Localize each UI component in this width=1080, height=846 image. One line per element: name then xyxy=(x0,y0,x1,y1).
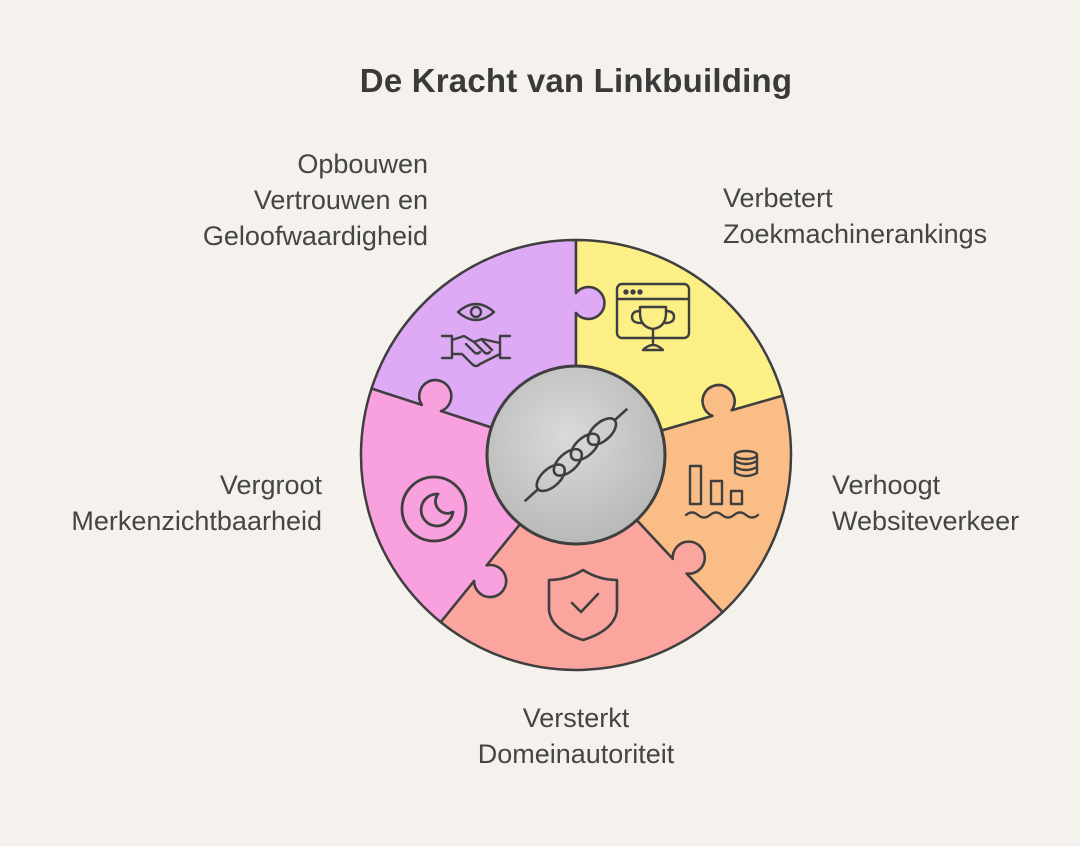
label-domain-line-1: Versterkt xyxy=(522,703,630,733)
label-rankings-line-1: Verbetert xyxy=(723,183,833,213)
shield-check-icon xyxy=(547,568,619,642)
label-brand-line-2: Merkenzichtbaarheid xyxy=(71,506,322,536)
label-domain-line-2: Domeinautoriteit xyxy=(477,739,675,769)
label-rankings-line-2: Zoekmachinerankings xyxy=(723,219,988,249)
label-trust-line-1: Opbouwen xyxy=(297,149,428,179)
brand-circle-icon xyxy=(400,475,468,543)
bar-chart-database-icon xyxy=(684,449,760,519)
label-trust-line-2: Vertrouwen en xyxy=(253,185,428,215)
label-traffic-line-1: Verhoogt xyxy=(832,470,941,500)
label-traffic-line-2: Websiteverkeer xyxy=(832,506,1020,536)
page-title: De Kracht van Linkbuilding xyxy=(359,62,793,99)
label-domain-authority: Versterkt Domeinautoriteit xyxy=(376,700,776,772)
label-brand-visibility: Vergroot Merkenzichtbaarheid xyxy=(71,467,322,539)
browser-trophy-icon xyxy=(615,282,691,352)
chain-link-icon xyxy=(524,408,628,502)
eye-handshake-icon xyxy=(440,302,512,368)
label-trust: Opbouwen Vertrouwen en Geloofwaardigheid xyxy=(203,146,428,254)
label-traffic: Verhoogt Websiteverkeer xyxy=(832,467,1019,539)
center-hub xyxy=(485,364,667,546)
label-rankings: Verbetert Zoekmachinerankings xyxy=(723,180,987,252)
label-brand-line-1: Vergroot xyxy=(219,470,322,500)
label-trust-line-3: Geloofwaardigheid xyxy=(202,221,428,251)
